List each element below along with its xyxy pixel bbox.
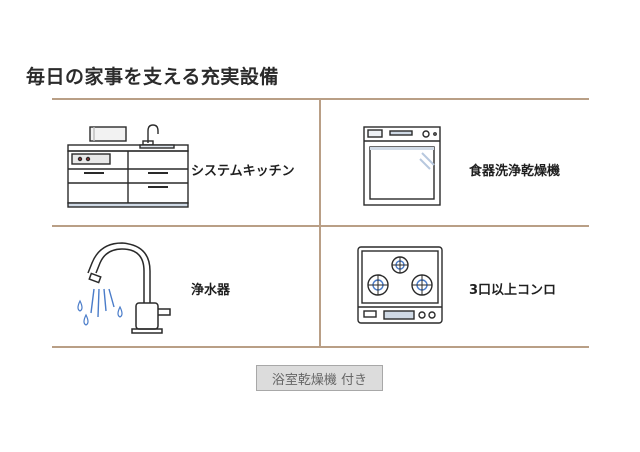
kitchen-label: システムキッチン <box>191 164 295 179</box>
bathroom-dryer-badge: 浴室乾燥機 付き <box>256 365 383 391</box>
feature-water-purifier: 浄水器 <box>52 227 319 346</box>
divider-vertical <box>319 98 321 346</box>
page-title: 毎日の家事を支える充実設備 <box>26 66 279 88</box>
feature-kitchen: システムキッチン <box>52 99 319 225</box>
feature-dishwasher: 食器洗浄乾燥機 <box>320 99 589 225</box>
divider-bottom <box>52 346 589 348</box>
dishwasher-icon <box>363 126 441 206</box>
stove-label: 3口以上コンロ <box>469 283 557 298</box>
three-burner-stove-icon <box>357 246 443 324</box>
water-purifier-label: 浄水器 <box>191 283 231 298</box>
dishwasher-label: 食器洗浄乾燥機 <box>469 164 561 179</box>
kitchen-icon <box>67 124 189 208</box>
divider-middle <box>52 225 589 227</box>
water-purifier-faucet-icon <box>77 242 171 334</box>
feature-stove: 3口以上コンロ <box>320 227 589 346</box>
divider-top <box>52 98 589 100</box>
